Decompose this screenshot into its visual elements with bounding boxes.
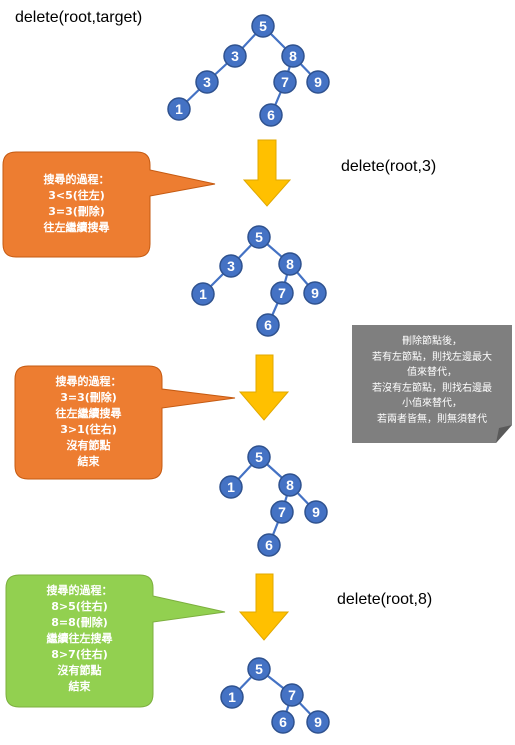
note-line: 若沒有左節點，則找右邊最 [372, 382, 492, 394]
callout-bubble-1 [2, 151, 216, 258]
tree-node: 8 [278, 473, 302, 497]
node-label: 9 [314, 74, 322, 90]
note-line: 刪除節點後， [402, 336, 462, 347]
callout-line: 3<5(往左) [48, 189, 105, 202]
node-label: 3 [203, 74, 211, 90]
callout-line: 搜尋的過程： [43, 173, 110, 186]
step2-title: delete(root,8) [337, 591, 433, 608]
tree-node: 1 [167, 97, 191, 121]
down-arrow-2 [238, 354, 290, 421]
tree-node: 5 [247, 657, 271, 681]
down-arrow-3 [238, 573, 290, 641]
node-label: 7 [288, 687, 296, 703]
note-line: 若兩者皆無，則無須替代 [377, 413, 487, 425]
tree-node: 6 [256, 313, 280, 337]
node-label: 8 [289, 48, 297, 64]
tree-node: 3 [223, 44, 247, 68]
callout-text-2: 搜尋的過程： 3=3(刪除) 往左繼續搜尋 3>1(往右) 沒有節點 結束 [15, 374, 162, 470]
down-arrow-1 [242, 139, 292, 207]
node-label: 5 [255, 229, 263, 245]
callout-line: 3=3(刪除) [48, 205, 105, 218]
tree-node: 1 [219, 475, 243, 499]
tree-node: 7 [270, 281, 294, 305]
node-label: 8 [286, 477, 294, 493]
node-label: 5 [259, 18, 267, 34]
tree-node: 9 [306, 710, 330, 734]
node-label: 6 [267, 107, 275, 123]
callout-bubble-2 [14, 365, 236, 480]
tree-node: 5 [247, 445, 271, 469]
node-label: 6 [265, 537, 273, 553]
tree-node: 5 [251, 14, 275, 38]
callout-line: 搜尋的過程： [55, 375, 122, 388]
callout-line: 8=8(刪除) [51, 616, 108, 629]
node-label: 8 [286, 256, 294, 272]
node-label: 6 [264, 317, 272, 333]
tree-node: 9 [304, 500, 328, 524]
node-label: 1 [199, 286, 207, 302]
callout-line: 繼續往左搜尋 [46, 632, 113, 645]
tree-node: 3 [195, 70, 219, 94]
callout-line: 3>1(往右) [60, 423, 117, 436]
callout-line: 3=3(刪除) [60, 391, 117, 404]
callout-line: 結束 [77, 455, 100, 468]
callout-line: 8>5(往右) [51, 600, 108, 613]
node-label: 1 [227, 479, 235, 495]
note-line: 若有左節點，則找左邊最大 [372, 351, 492, 363]
node-label: 5 [255, 449, 263, 465]
callout-text-3: 搜尋的過程： 8>5(往右) 8=8(刪除) 繼續往左搜尋 8>7(往右) 沒有… [6, 583, 153, 695]
node-label: 7 [278, 504, 286, 520]
node-label: 3 [231, 48, 239, 64]
tree-node: 7 [273, 70, 297, 94]
tree-node: 6 [259, 103, 283, 127]
callout-line: 結束 [68, 680, 91, 693]
node-label: 3 [227, 258, 235, 274]
tree-node: 9 [306, 70, 330, 94]
note-line: 小值來替代， [402, 398, 462, 409]
node-label: 1 [228, 689, 236, 705]
node-label: 9 [311, 285, 319, 301]
callout-line: 搜尋的過程： [46, 584, 113, 597]
tree-node: 8 [278, 252, 302, 276]
note-text: 刪除節點後， 若有左節點，則找左邊最大 值來替代， 若沒有左節點，則找右邊最 小… [354, 334, 510, 427]
tree-node: 6 [257, 533, 281, 557]
note-fold [496, 425, 512, 443]
tree-node: 6 [271, 710, 295, 734]
note-line: 值來替代， [407, 367, 457, 378]
callout-bubble-3 [5, 574, 226, 708]
tree-node: 7 [280, 683, 304, 707]
callout-line: 往左繼續搜尋 [43, 221, 110, 234]
callout-line: 沒有節點 [66, 439, 111, 452]
step1-title: delete(root,3) [341, 158, 437, 175]
callout-line: 往左繼續搜尋 [55, 407, 122, 420]
node-label: 6 [279, 714, 287, 730]
tree-node: 5 [247, 225, 271, 249]
node-label: 7 [278, 285, 286, 301]
tree-node: 7 [270, 500, 294, 524]
callout-text-1: 搜尋的過程： 3<5(往左) 3=3(刪除) 往左繼續搜尋 [3, 172, 150, 236]
node-label: 1 [175, 101, 183, 117]
tree-node: 9 [303, 281, 327, 305]
tree-node: 3 [219, 254, 243, 278]
node-label: 5 [255, 661, 263, 677]
callout-line: 8>7(往右) [51, 648, 108, 661]
tree-node: 1 [220, 685, 244, 709]
node-label: 9 [314, 714, 322, 730]
tree-node: 8 [281, 44, 305, 68]
main-title: delete(root,target) [15, 9, 143, 26]
node-label: 9 [312, 504, 320, 520]
note-box [352, 325, 512, 443]
node-label: 7 [281, 74, 289, 90]
tree-node: 1 [191, 282, 215, 306]
callout-line: 沒有節點 [57, 664, 102, 677]
